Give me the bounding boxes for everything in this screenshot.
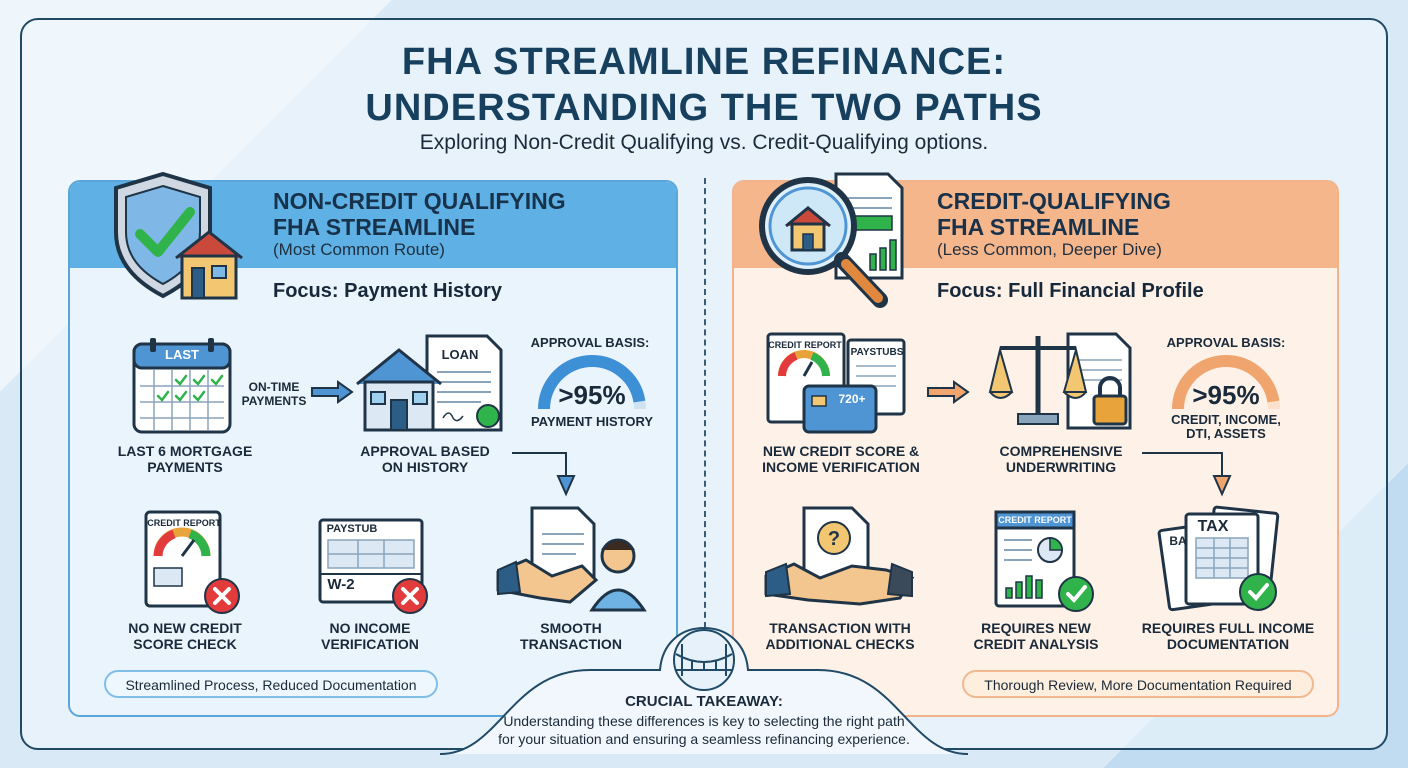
page-title-line1: FHA STREAMLINE REFINANCE:	[401, 41, 1007, 83]
non-credit-title-line1: NON-CREDIT QUALIFYING	[273, 188, 566, 214]
handshake-person-icon	[496, 506, 647, 612]
shield-house-icon	[114, 171, 243, 300]
item2-line2: VERIFICATION	[321, 636, 419, 652]
step-credit-income-verification: NEW CREDIT SCORE &INCOME VERIFICATION	[746, 443, 936, 475]
item1-line2: SCORE CHECK	[133, 636, 237, 652]
step1-line1: LAST 6 MORTGAGE	[117, 443, 253, 459]
ritem3-line1: REQUIRES FULL INCOME	[1141, 620, 1315, 636]
approval-value-right: >95%	[1192, 380, 1260, 410]
item1-line1: NO NEW CREDIT	[128, 620, 242, 636]
rbasis-line2: DTI, ASSETS	[1186, 426, 1266, 441]
ritem1-line1: TRANSACTION WITH	[769, 620, 911, 636]
calendar-tag: LAST	[165, 347, 199, 362]
takeaway-bridge-shape	[439, 626, 969, 755]
scales-lock-icon	[988, 332, 1132, 430]
item3-line2: TRANSACTION	[520, 636, 622, 652]
takeaway-line1: Understanding these differences is key t…	[503, 713, 905, 729]
approval-basis-label-right: APPROVAL BASIS:	[1166, 335, 1286, 350]
ritem1-line2: ADDITIONAL CHECKS	[765, 636, 915, 652]
non-credit-title-line2: FHA STREAMLINE	[273, 214, 476, 240]
credit-report-tag-left: CREDIT REPORT	[147, 518, 221, 528]
handshake-question-icon: ?	[764, 506, 915, 606]
connector-down-arrow-left	[512, 452, 576, 497]
center-divider	[704, 178, 706, 628]
tax-side-tag: BA	[1169, 534, 1187, 548]
credit-title-line1: CREDIT-QUALIFYING	[937, 188, 1171, 214]
rbasis-line1: CREDIT, INCOME,	[1171, 412, 1281, 427]
item2-line1: NO INCOME	[329, 620, 411, 636]
approval-gauge-left	[538, 355, 646, 410]
arrow-right-orange-icon	[927, 380, 970, 404]
tax-docs-approved-icon	[1157, 505, 1280, 612]
rstep2-line1: COMPREHENSIVE	[999, 443, 1123, 459]
step2-line1: APPROVAL BASED	[360, 443, 490, 459]
calendar-icon	[132, 338, 232, 434]
non-credit-summary-pill: Streamlined Process, Reduced Documentati…	[104, 670, 438, 698]
item3-line1: SMOOTH	[540, 620, 602, 636]
connector-down-arrow-right	[1142, 452, 1232, 497]
w2-tag: W-2	[327, 576, 355, 593]
approval-value-left: >95%	[558, 380, 626, 410]
credit-summary-pill: Thorough Review, More Documentation Requ…	[962, 670, 1314, 698]
credit-report-approved-icon	[994, 510, 1094, 612]
paystubs-tag: PAYSTUBS	[850, 347, 904, 358]
rstep1-line2: INCOME VERIFICATION	[762, 459, 920, 475]
house-loan-icon	[356, 334, 503, 432]
non-credit-panel	[68, 180, 678, 717]
approval-basis-left: PAYMENT HISTORY	[530, 414, 654, 429]
arrow-label-2: PAYMENTS	[241, 394, 307, 408]
credit-focus: Focus: Full Financial Profile	[937, 280, 1204, 302]
non-credit-note: (Most Common Route)	[273, 240, 445, 259]
credit-panel	[732, 180, 1339, 717]
svg-text:?: ?	[828, 528, 840, 550]
tax-tag: TAX	[1197, 518, 1229, 535]
magnifier-house-icon	[759, 172, 904, 308]
takeaway-line2: for your situation and ensuring a seamle…	[498, 731, 910, 747]
page-title-line2: UNDERSTANDING THE TWO PATHS	[365, 87, 1043, 129]
ritem2-line2: CREDIT ANALYSIS	[973, 636, 1099, 652]
credit-panel-text: CREDIT-QUALIFYING FHA STREAMLINE (Less C…	[732, 180, 1339, 717]
non-credit-focus: Focus: Payment History	[273, 280, 502, 302]
credit-report-denied-icon	[144, 510, 240, 614]
rstep1-line1: NEW CREDIT SCORE &	[762, 443, 920, 459]
ritem2-line1: REQUIRES NEW	[981, 620, 1091, 636]
credit-report-tag-right: CREDIT REPORT	[768, 340, 842, 350]
paystub-denied-icon	[318, 518, 428, 614]
non-credit-panel-text: NON-CREDIT QUALIFYING FHA STREAMLINE (Mo…	[68, 180, 678, 717]
page-subtitle: Exploring Non-Credit Qualifying vs. Cred…	[419, 131, 989, 154]
credit-note: (Less Common, Deeper Dive)	[937, 240, 1162, 259]
step1-line2: PAYMENTS	[147, 459, 223, 475]
rstep2-line2: UNDERWRITING	[1005, 459, 1117, 475]
credit-docs-card-icon	[766, 332, 906, 434]
step2-line2: ON HISTORY	[381, 459, 469, 475]
takeaway-title: CRUCIAL TAKEAWAY:	[625, 693, 783, 710]
approval-basis-label-left: APPROVAL BASIS:	[530, 335, 650, 350]
approval-basis-right: CREDIT, INCOME,DTI, ASSETS	[1156, 413, 1296, 441]
arrow-label-1: ON-TIME	[248, 380, 300, 394]
card-score: 720+	[838, 392, 866, 406]
ritem3-line2: DOCUMENTATION	[1166, 636, 1290, 652]
approval-gauge-right	[1172, 355, 1280, 410]
credit-title-line2: FHA STREAMLINE	[937, 214, 1140, 240]
credit-report-tag-approved: CREDIT REPORT	[998, 515, 1072, 525]
arrow-right-icon	[311, 380, 354, 404]
loan-doc-tag: LOAN	[441, 347, 479, 362]
paystub-tag-left: PAYSTUB	[326, 523, 378, 535]
